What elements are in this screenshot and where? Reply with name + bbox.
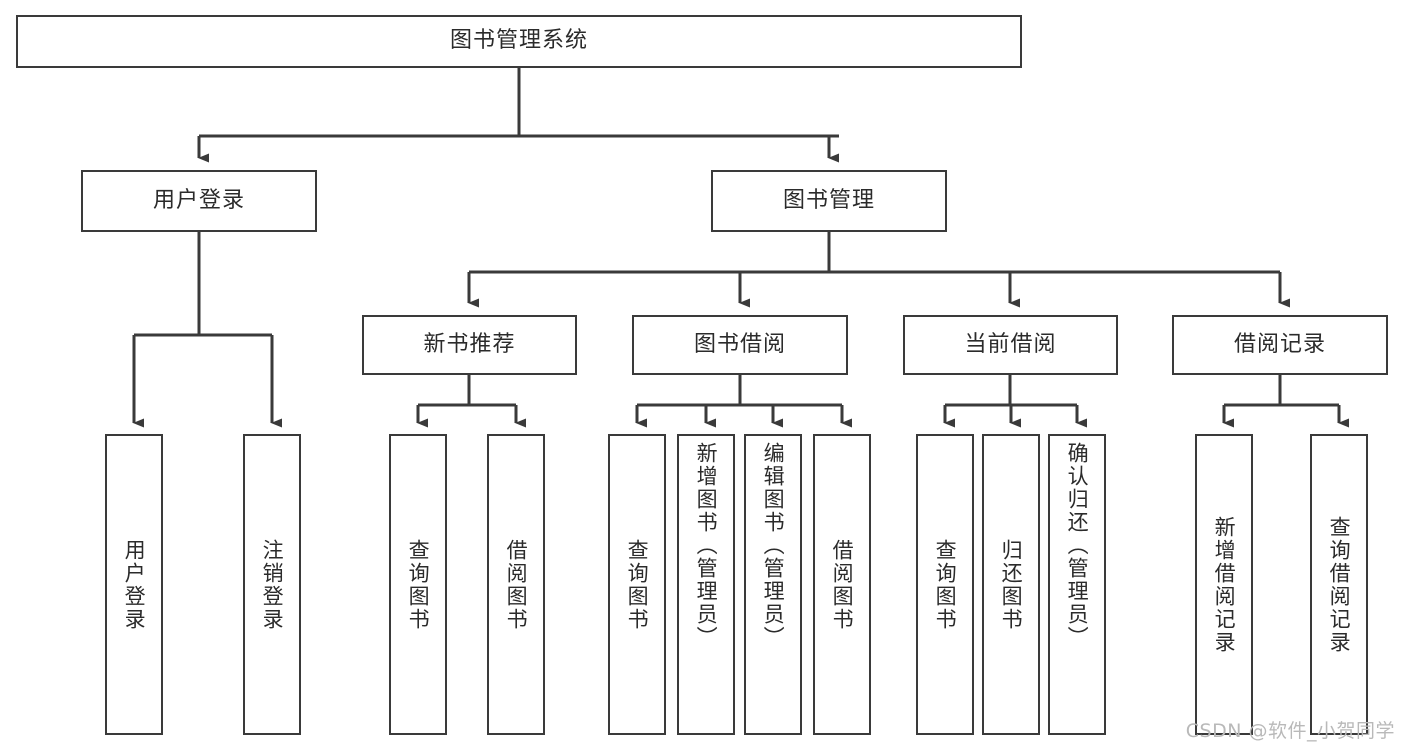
node-borrow-record-label: 借阅记录 bbox=[1233, 331, 1326, 357]
node-user-login[interactable]: 用户登录 bbox=[81, 170, 317, 232]
node-leaf-query-record[interactable]: 查询借阅记录 bbox=[1310, 434, 1368, 735]
node-leaf-borrow-book-1-label: 借阅图书 bbox=[504, 538, 529, 631]
node-book-manage[interactable]: 图书管理 bbox=[711, 170, 947, 232]
node-leaf-return-book-label: 归还图书 bbox=[999, 538, 1024, 631]
node-user-login-label: 用户登录 bbox=[152, 187, 245, 213]
node-leaf-confirm-return-label: 确认归还（管理员） bbox=[1065, 442, 1090, 649]
node-leaf-logout-login[interactable]: 注销登录 bbox=[243, 434, 301, 735]
node-leaf-borrow-book-1[interactable]: 借阅图书 bbox=[487, 434, 545, 735]
node-leaf-query-record-label: 查询借阅记录 bbox=[1327, 515, 1352, 654]
node-borrow-record[interactable]: 借阅记录 bbox=[1172, 315, 1388, 375]
node-leaf-query-book-3[interactable]: 查询图书 bbox=[916, 434, 974, 735]
node-leaf-query-book-1-label: 查询图书 bbox=[406, 538, 431, 631]
node-leaf-return-book[interactable]: 归还图书 bbox=[982, 434, 1040, 735]
node-leaf-add-book[interactable]: 新增图书（管理员） bbox=[677, 434, 735, 735]
node-leaf-query-book-2[interactable]: 查询图书 bbox=[608, 434, 666, 735]
node-new-book-recommend-label: 新书推荐 bbox=[423, 331, 516, 357]
node-leaf-user-login-label: 用户登录 bbox=[122, 538, 147, 631]
node-root[interactable]: 图书管理系统 bbox=[16, 15, 1022, 68]
node-current-borrow-label: 当前借阅 bbox=[964, 331, 1057, 357]
node-book-borrow[interactable]: 图书借阅 bbox=[632, 315, 848, 375]
node-leaf-borrow-book-2[interactable]: 借阅图书 bbox=[813, 434, 871, 735]
node-leaf-confirm-return[interactable]: 确认归还（管理员） bbox=[1048, 434, 1106, 735]
node-leaf-query-book-1[interactable]: 查询图书 bbox=[389, 434, 447, 735]
node-leaf-borrow-book-2-label: 借阅图书 bbox=[830, 538, 855, 631]
node-leaf-add-record-label: 新增借阅记录 bbox=[1212, 515, 1237, 654]
node-leaf-edit-book-label: 编辑图书（管理员） bbox=[761, 442, 786, 649]
node-leaf-user-login[interactable]: 用户登录 bbox=[105, 434, 163, 735]
node-leaf-logout-login-label: 注销登录 bbox=[260, 538, 285, 631]
node-leaf-edit-book[interactable]: 编辑图书（管理员） bbox=[744, 434, 802, 735]
node-new-book-recommend[interactable]: 新书推荐 bbox=[362, 315, 577, 375]
node-book-borrow-label: 图书借阅 bbox=[693, 331, 786, 357]
node-book-manage-label: 图书管理 bbox=[782, 187, 875, 213]
node-leaf-query-book-2-label: 查询图书 bbox=[625, 538, 650, 631]
node-leaf-add-book-label: 新增图书（管理员） bbox=[694, 442, 719, 649]
node-leaf-query-book-3-label: 查询图书 bbox=[933, 538, 958, 631]
node-leaf-add-record[interactable]: 新增借阅记录 bbox=[1195, 434, 1253, 735]
node-root-label: 图书管理系统 bbox=[449, 28, 588, 54]
node-current-borrow[interactable]: 当前借阅 bbox=[903, 315, 1118, 375]
